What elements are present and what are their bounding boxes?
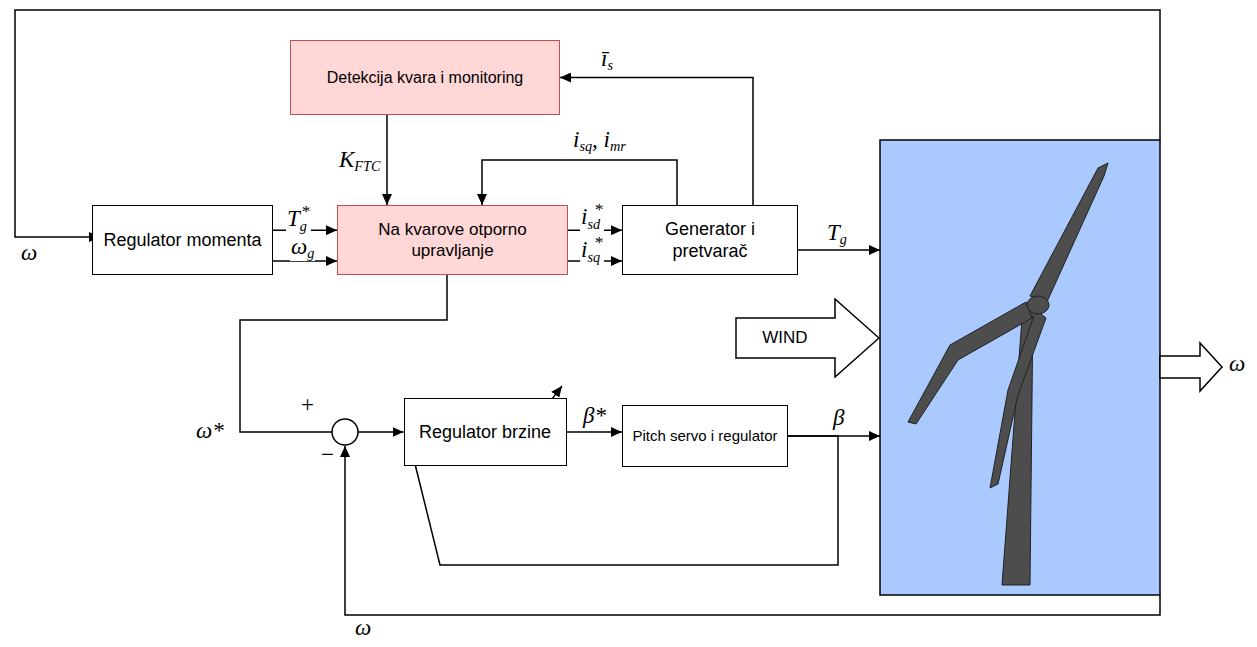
signal-label: Tg*: [286, 203, 311, 233]
torque-controller-box: Regulator momenta: [92, 205, 273, 275]
signal-label: īs: [600, 47, 614, 73]
ftc-box: Na kvarove otporno upravljanje: [337, 205, 568, 275]
box-label: WIND: [756, 327, 813, 348]
signal-label: KFTC: [338, 148, 381, 174]
box-label: Pitch servo i regulator: [626, 427, 783, 446]
sign-mark: −: [320, 443, 335, 466]
signal-connector: [482, 160, 677, 205]
box-label: Detekcija kvara i monitoring: [321, 68, 530, 88]
signal-connector: [560, 78, 753, 206]
torque-line: [790, 249, 880, 251]
signal-connector: [567, 431, 623, 433]
signal-name: ω: [20, 241, 38, 264]
speed-controller-box: Regulator brzine: [404, 398, 567, 466]
signal-label: isq*: [580, 234, 604, 264]
speed-feedback-line: [15, 10, 1160, 237]
wind-turbine: [908, 163, 1108, 585]
generator-box: Generator i pretvarač: [622, 205, 798, 275]
box-label: Na kvarove otporno upravljanje: [338, 219, 567, 262]
box-label: Regulator momenta: [97, 229, 267, 252]
signal-label: ω*: [195, 419, 225, 442]
wind-arrow: WIND: [735, 298, 880, 378]
signal-name: β: [832, 406, 845, 429]
turbine-panel: [880, 140, 1160, 595]
fault-detection-box: Detekcija kvara i monitoring: [290, 40, 560, 115]
signal-name: Tg: [826, 221, 848, 247]
signal-label: isd*: [580, 201, 604, 231]
signal-label: β*: [582, 404, 607, 427]
box-label: Regulator brzine: [413, 421, 557, 444]
sign-mark: +: [300, 393, 315, 416]
signal-label: isq, imr: [572, 128, 627, 154]
speed-feedback-line: [345, 446, 1160, 615]
pitch-servo-box: Pitch servo i regulator: [622, 405, 788, 467]
signal-connector: [386, 115, 388, 205]
signal-name: ω: [1228, 352, 1246, 375]
output-arrow: [1160, 343, 1222, 391]
signal-label: ωg: [290, 235, 315, 261]
signal-name: ω: [354, 616, 372, 639]
summing-junction: [332, 419, 358, 445]
box-label: Generator i pretvarač: [623, 218, 797, 263]
